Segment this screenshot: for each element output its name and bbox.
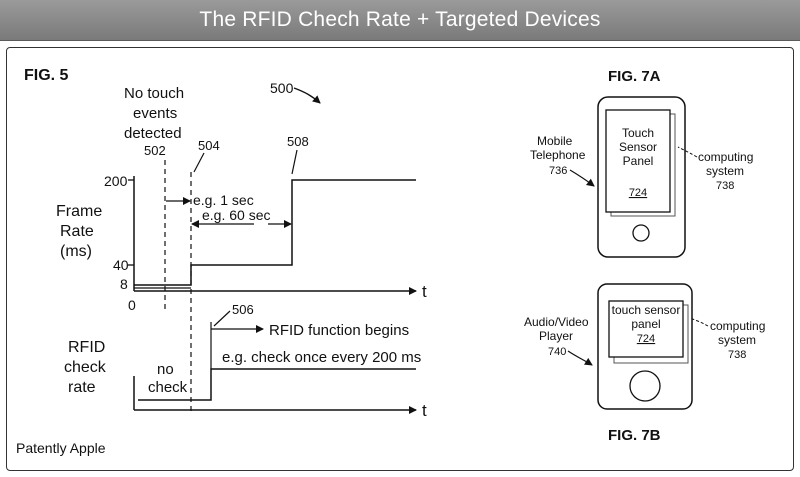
fig5-label: FIG. 5 (24, 67, 69, 84)
rfid-label-line2: check (64, 359, 107, 376)
tick-40: 40 (113, 257, 129, 273)
ref-504: 504 (198, 138, 220, 153)
tick-200: 200 (104, 173, 128, 189)
device7a-ref: 736 (549, 165, 567, 177)
credit-watermark: Patently Apple (16, 440, 106, 456)
label-1sec: e.g. 1 sec (193, 192, 254, 208)
panel7b-line2: panel (631, 317, 660, 331)
fig7a-diagram: FIG. 7A Touch Sensor Panel 724 Mobile Te… (530, 68, 753, 258)
system7a-leader (677, 146, 698, 158)
device7a-arrow (569, 169, 595, 187)
no-touch-line1: No touch (124, 85, 184, 102)
device7b-ref: 740 (548, 346, 566, 358)
frame-rate-trace (134, 179, 416, 286)
panel7a-line2: Sensor (619, 140, 657, 154)
ref-506-leader (213, 310, 231, 327)
panel7a-line3: Panel (623, 154, 654, 168)
ref-502: 502 (144, 143, 166, 158)
system7b-line1: computing (710, 319, 765, 333)
title-banner: The RFID Chech Rate + Targeted Devices (0, 0, 800, 41)
no-touch-line2: events (133, 105, 177, 122)
device7b-arrow (567, 350, 593, 366)
fig7a-label: FIG. 7A (608, 68, 661, 85)
no-check-line2: check (148, 379, 188, 396)
rfid-label-line1: RFID (68, 339, 105, 356)
ref-506: 506 (232, 302, 254, 317)
ref-508-leader (291, 149, 298, 175)
panel7a-ref: 724 (629, 187, 647, 199)
fig7b-diagram: touch sensor panel 724 Audio/Video Playe… (524, 283, 765, 444)
rfid-label-line3: rate (68, 379, 96, 396)
no-check-line1: no (157, 361, 174, 378)
home-button-icon (632, 224, 650, 242)
panel7b-ref: 724 (637, 333, 655, 345)
ref-508: 508 (287, 134, 309, 149)
rfid-trace (138, 368, 416, 401)
ylabel-line2: Rate (60, 223, 94, 240)
ref-500: 500 (270, 80, 294, 96)
ylabel-line3: (ms) (60, 243, 92, 260)
rfid-every-label: e.g. check once every 200 ms (222, 349, 421, 366)
player-touch-sensor-panel (608, 300, 684, 358)
touch-sensor-panel (605, 109, 671, 213)
tick-8: 8 (120, 276, 128, 292)
fig7b-label: FIG. 7B (608, 427, 661, 444)
system7a-ref: 738 (716, 180, 734, 192)
device7b-line1: Audio/Video (524, 315, 589, 329)
device7b-line2: Player (539, 329, 573, 343)
ref-500-arrow (293, 87, 321, 104)
fig5-diagram: FIG. 5 500 No touch events detected 502 … (24, 67, 427, 420)
system7b-line2: system (718, 333, 756, 347)
ylabel-line1: Frame (56, 203, 102, 220)
panel7b-line1: touch sensor (612, 303, 681, 317)
device7a-line2: Telephone (530, 148, 586, 162)
panel7a-line1: Touch (622, 126, 654, 140)
banner-title: The RFID Chech Rate + Targeted Devices (199, 8, 601, 31)
tick-0: 0 (128, 297, 136, 313)
rfid-x-axis-t: t (422, 401, 427, 420)
rfid-begins-label: RFID function begins (269, 322, 409, 339)
system7b-leader (689, 317, 709, 327)
device7a-line1: Mobile (537, 134, 573, 148)
ref-504-leader (193, 152, 205, 173)
figure-frame (6, 47, 794, 471)
system7a-line2: system (706, 164, 744, 178)
no-touch-line3: detected (124, 125, 182, 142)
x-axis-t: t (422, 282, 427, 301)
label-60sec: e.g. 60 sec (202, 207, 271, 223)
system7a-line1: computing (698, 150, 753, 164)
system7b-ref: 738 (728, 349, 746, 361)
click-wheel-icon (629, 370, 661, 402)
